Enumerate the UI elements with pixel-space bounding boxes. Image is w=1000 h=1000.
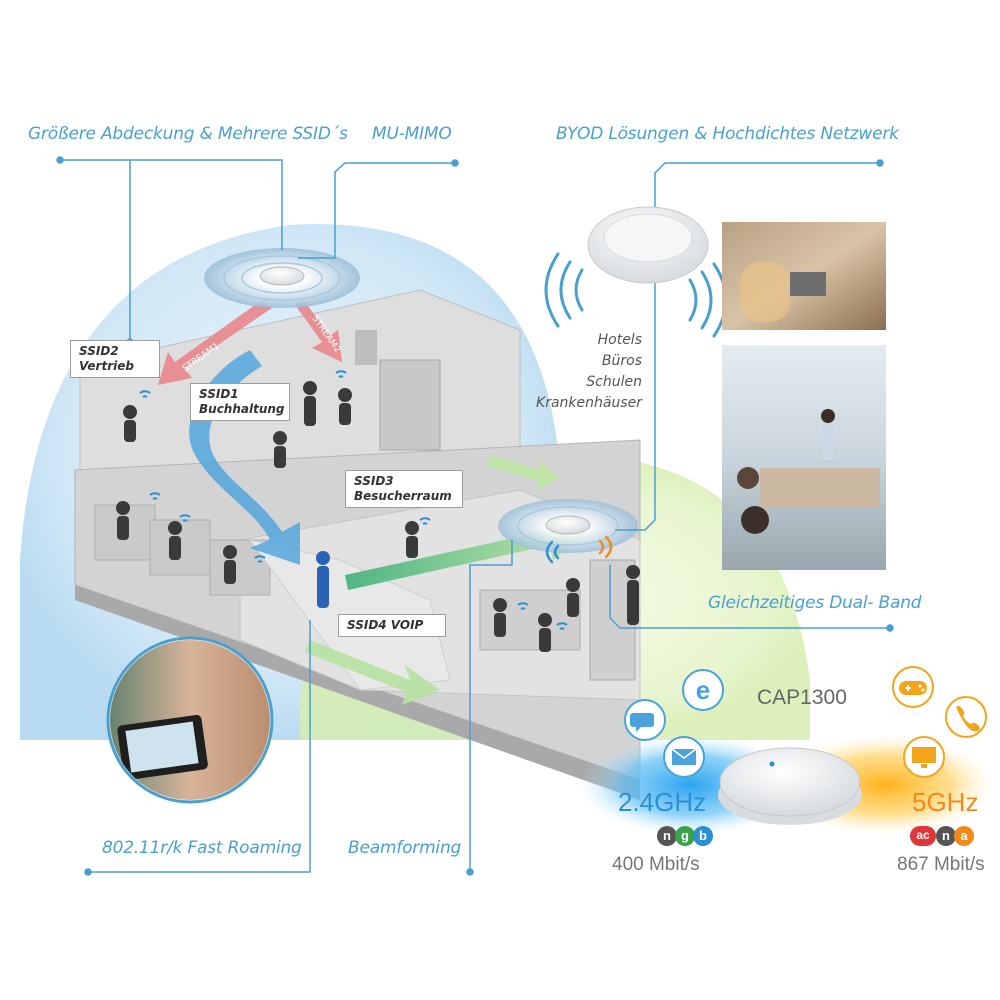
access-point-right <box>498 499 638 564</box>
monitor-icon <box>903 736 945 778</box>
cap1300-device <box>718 747 862 825</box>
callout-lines <box>56 156 894 876</box>
ssid4-box: SSID4 VOIP <box>338 614 446 637</box>
roaming-person <box>316 551 330 608</box>
rate-24ghz: 400 Mbit/s <box>612 854 700 875</box>
label-fast-roaming: 802.11r/k Fast Roaming <box>102 838 302 858</box>
label-coverage: Größere Abdeckung & Mehrere SSID´s <box>28 124 348 144</box>
access-point-byod <box>544 206 728 338</box>
rate-5ghz: 867 Mbit/s <box>897 854 985 875</box>
use-case-item: Büros <box>601 353 642 369</box>
freq-24ghz: 2.4GHz <box>618 787 707 817</box>
badge-b: b <box>693 826 713 846</box>
use-case-list: Hotels Büros Schulen Krankenhäuser <box>520 330 642 414</box>
wifi-marks <box>139 370 568 630</box>
label-mu-mimo: MU-MIMO <box>372 124 452 144</box>
model-name: CAP1300 <box>757 686 847 709</box>
ssid1-box: SSID1 Buchhaltung <box>190 383 290 421</box>
use-case-item: Hotels <box>597 332 642 348</box>
gamepad-icon <box>892 666 934 708</box>
use-case-item: Schulen <box>586 374 642 390</box>
label-byod: BYOD Lösungen & Hochdichtes Netzwerk <box>556 124 899 144</box>
internet-explorer-icon: e <box>682 669 724 711</box>
phone-icon <box>945 696 987 738</box>
email-icon <box>663 736 705 778</box>
label-beamforming: Beamforming <box>348 838 462 858</box>
badge-n: n <box>657 826 677 846</box>
use-case-item: Krankenhäuser <box>536 395 642 411</box>
label-dual-band: Gleichzeitiges Dual- Band <box>708 593 922 613</box>
badge-n-5ghz: n <box>936 826 956 846</box>
access-point-top <box>204 248 360 308</box>
beam-green-2 <box>305 640 440 705</box>
badge-g: g <box>675 826 695 846</box>
roaming-phone-photo <box>106 636 274 804</box>
stream1-arrow <box>158 300 272 385</box>
chat-bubble-icon <box>624 699 666 741</box>
stream2-arrow <box>295 299 342 362</box>
photo-meeting-room <box>722 345 886 570</box>
ssid2-box: SSID2 Vertrieb <box>70 340 160 378</box>
ssid3-box: SSID3 Besucherraum <box>345 470 463 508</box>
badge-a: a <box>954 826 974 846</box>
badge-ac: ac <box>910 826 936 846</box>
beam-green-3 <box>487 455 560 490</box>
office-people <box>116 381 640 652</box>
svg-text:e: e <box>696 675 710 705</box>
freq-5ghz: 5GHz <box>912 787 979 817</box>
beam-green-1 <box>345 515 585 590</box>
